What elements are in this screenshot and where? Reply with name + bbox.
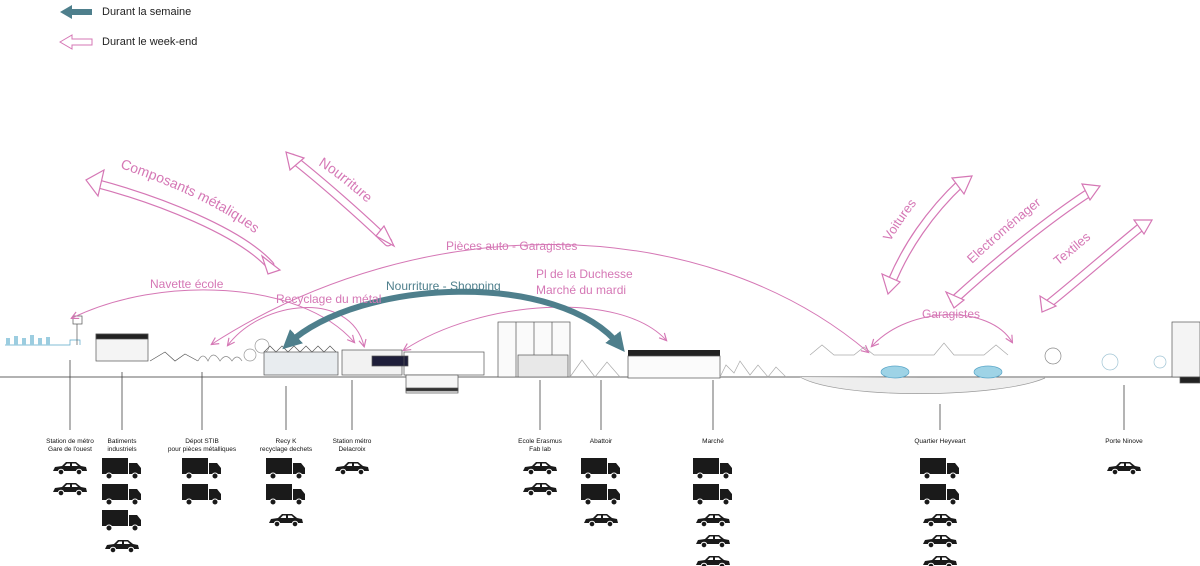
truck-icon xyxy=(266,484,305,506)
arrow-textiles xyxy=(1041,221,1147,311)
label-textiles: Textiles xyxy=(1050,229,1093,268)
weekend-big-arrows xyxy=(85,151,1154,313)
label-recyclage: Recyclage du métal xyxy=(276,292,381,306)
car-icon xyxy=(105,540,139,554)
legend-weekend: Durant le week-end xyxy=(58,34,197,50)
flow-nourriture-shopping xyxy=(282,288,625,353)
car-icon xyxy=(335,462,369,476)
legend-weekday-label: Durant la semaine xyxy=(102,6,192,18)
car-icon xyxy=(696,535,730,549)
arrow-voitures xyxy=(885,177,967,291)
car-icon xyxy=(696,514,730,528)
truck-icon xyxy=(581,458,620,480)
station-label: Station métro Delacroix xyxy=(332,438,372,453)
station-label: Porte Ninove xyxy=(1105,438,1143,445)
car-icon xyxy=(923,556,957,566)
station-label: Station de métro Gare de l'ouest xyxy=(46,438,94,453)
car-icon xyxy=(584,514,618,528)
truck-icon xyxy=(102,484,141,506)
car-icon xyxy=(523,462,557,476)
label-duchesse-2: Marché du mardi xyxy=(536,283,626,297)
truck-icon xyxy=(102,510,141,532)
flow-pieces-auto xyxy=(212,244,868,352)
flow-recyclage xyxy=(228,307,364,346)
arrow-electromenager xyxy=(949,187,1095,305)
label-pieces-auto: Pièces auto - Garagistes xyxy=(446,239,577,253)
car-icon xyxy=(523,483,557,497)
flow-garagistes xyxy=(872,314,1012,346)
truck-icon xyxy=(693,458,732,480)
car-icon xyxy=(923,535,957,549)
station-label: Marché xyxy=(702,438,724,445)
legend-weekday: Durant la semaine xyxy=(58,4,191,20)
truck-icon xyxy=(266,458,305,480)
truck-icon xyxy=(920,458,959,480)
truck-icon xyxy=(182,484,221,506)
legend-weekend-label: Durant le week-end xyxy=(102,36,198,48)
station-label: Recy K recyclage dechets xyxy=(259,438,313,453)
station-leaders xyxy=(69,360,1125,430)
car-icon xyxy=(923,514,957,528)
car-icon xyxy=(696,556,730,566)
vehicle-icons xyxy=(53,458,1141,566)
truck-icon xyxy=(581,484,620,506)
truck-icon xyxy=(182,458,221,480)
station-label: Dépot STIB pour pièces métalliques xyxy=(167,438,237,453)
station-label: Abattoir xyxy=(589,438,613,445)
label-navette: Navette école xyxy=(150,277,224,291)
weekday-arrow-icon xyxy=(60,5,92,19)
station-label: Batiments industriels xyxy=(107,438,137,453)
truck-icon xyxy=(693,484,732,506)
car-icon xyxy=(53,483,87,497)
weekend-arrow-icon xyxy=(59,34,93,50)
station-label: Ecole Erasmus Fab lab xyxy=(518,438,562,453)
truck-icon xyxy=(920,484,959,506)
label-duchesse-1: Pl de la Duchesse xyxy=(536,267,633,281)
truck-icon xyxy=(102,458,141,480)
label-garagistes: Garagistes xyxy=(922,307,980,321)
label-nourriture-shopping: Nourriture - Shopping xyxy=(386,279,501,293)
station-label: Quartier Heyveart xyxy=(914,438,966,445)
car-icon xyxy=(269,514,303,528)
car-icon xyxy=(1107,462,1141,476)
car-icon xyxy=(53,462,87,476)
arrow-composants xyxy=(90,178,275,270)
